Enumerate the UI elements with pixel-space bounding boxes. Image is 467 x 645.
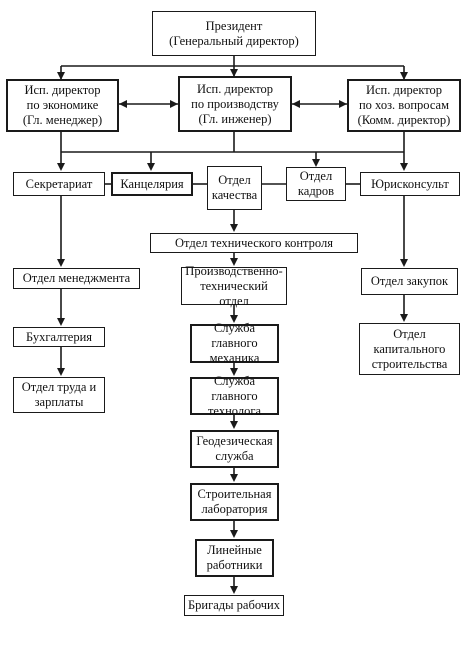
line-workers-box: Линейные работники <box>195 539 274 577</box>
director-production-box: Исп. директор по производству (Гл. инжен… <box>178 76 292 132</box>
production-tech-dept-label: Производственно- технический отдел <box>185 263 283 308</box>
chancellery-label: Канцелярия <box>120 176 184 191</box>
capital-construction-dept-box: Отдел капитального строительства <box>359 323 460 375</box>
quality-dept-label: Отдел качества <box>211 173 258 202</box>
chancellery-box: Канцелярия <box>111 172 193 196</box>
secretariat-box: Секретариат <box>13 172 105 196</box>
director-production-label: Исп. директор по производству (Гл. инжен… <box>191 81 279 126</box>
director-economics-label: Исп. директор по экономике (Гл. менеджер… <box>22 83 103 127</box>
legal-counsel-box: Юрисконсульт <box>360 172 460 196</box>
president-box: Президент (Генеральный директор) <box>152 11 316 56</box>
worker-teams-box: Бригады рабочих <box>184 595 284 616</box>
labor-wages-dept-label: Отдел труда и зарплаты <box>21 380 97 409</box>
accounting-box: Бухгалтерия <box>13 327 105 347</box>
director-household-label: Исп. директор по хоз. вопросам (Комм. ди… <box>357 83 451 127</box>
line-workers-label: Линейные работники <box>206 543 263 572</box>
construction-lab-label: Строительная лаборатория <box>197 487 272 516</box>
legal-counsel-label: Юрисконсульт <box>371 176 449 191</box>
director-household-box: Исп. директор по хоз. вопросам (Комм. ди… <box>347 79 461 132</box>
worker-teams-label: Бригады рабочих <box>188 598 280 612</box>
management-dept-box: Отдел менеджмента <box>13 268 140 289</box>
geodetic-service-box: Геодезическая служба <box>190 430 279 468</box>
tech-control-dept-box: Отдел технического контроля <box>150 233 358 253</box>
procurement-dept-box: Отдел закупок <box>361 268 458 295</box>
geodetic-service-label: Геодезическая служба <box>196 434 273 463</box>
quality-dept-box: Отдел качества <box>207 166 262 210</box>
production-tech-dept-box: Производственно- технический отдел <box>181 264 287 308</box>
chief-technologist-service-box: Служба главного технолога <box>190 374 279 418</box>
labor-wages-dept-box: Отдел труда и зарплаты <box>13 377 105 413</box>
accounting-label: Бухгалтерия <box>25 329 93 344</box>
construction-lab-box: Строительная лаборатория <box>190 483 279 521</box>
hr-dept-box: Отдел кадров <box>286 167 346 201</box>
capital-construction-dept-label: Отдел капитального строительства <box>371 326 448 371</box>
procurement-dept-label: Отдел закупок <box>370 274 449 288</box>
president-label: Президент (Генеральный директор) <box>169 18 299 48</box>
chief-mechanic-service-label: Служба главного механика <box>209 321 260 365</box>
hr-dept-label: Отдел кадров <box>297 169 335 198</box>
chief-mechanic-service-box: Служба главного механика <box>190 321 279 365</box>
tech-control-dept-label: Отдел технического контроля <box>175 235 333 250</box>
director-economics-box: Исп. директор по экономике (Гл. менеджер… <box>6 79 119 132</box>
chief-technologist-service-label: Служба главного технолога <box>207 373 262 418</box>
management-dept-label: Отдел менеджмента <box>22 271 131 285</box>
secretariat-label: Секретариат <box>25 176 93 191</box>
